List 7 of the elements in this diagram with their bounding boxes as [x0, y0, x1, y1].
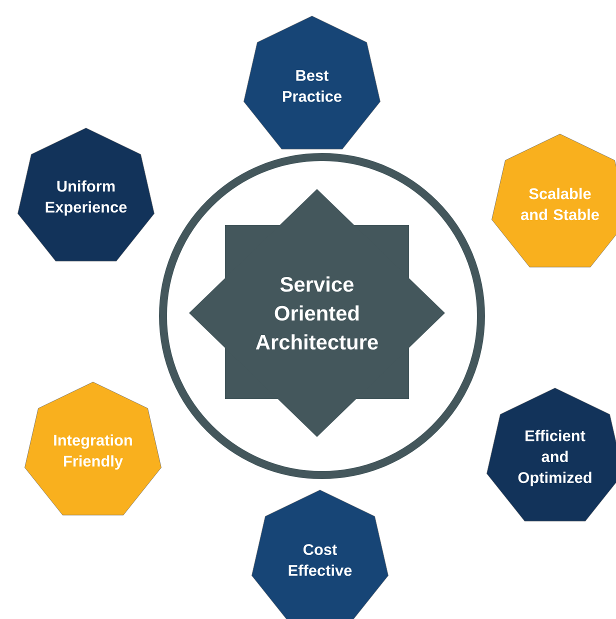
heptagon: Uniform Experience: [18, 128, 154, 262]
heptagon: Scalable and Stable: [492, 134, 616, 268]
heptagon: Efficient and Optimized: [486, 388, 616, 522]
heptagon: Integration Friendly: [24, 382, 162, 516]
heptagon: Cost Effective: [252, 490, 388, 619]
heptagon: Best Practice: [244, 16, 380, 150]
ring-circle: [159, 153, 485, 479]
